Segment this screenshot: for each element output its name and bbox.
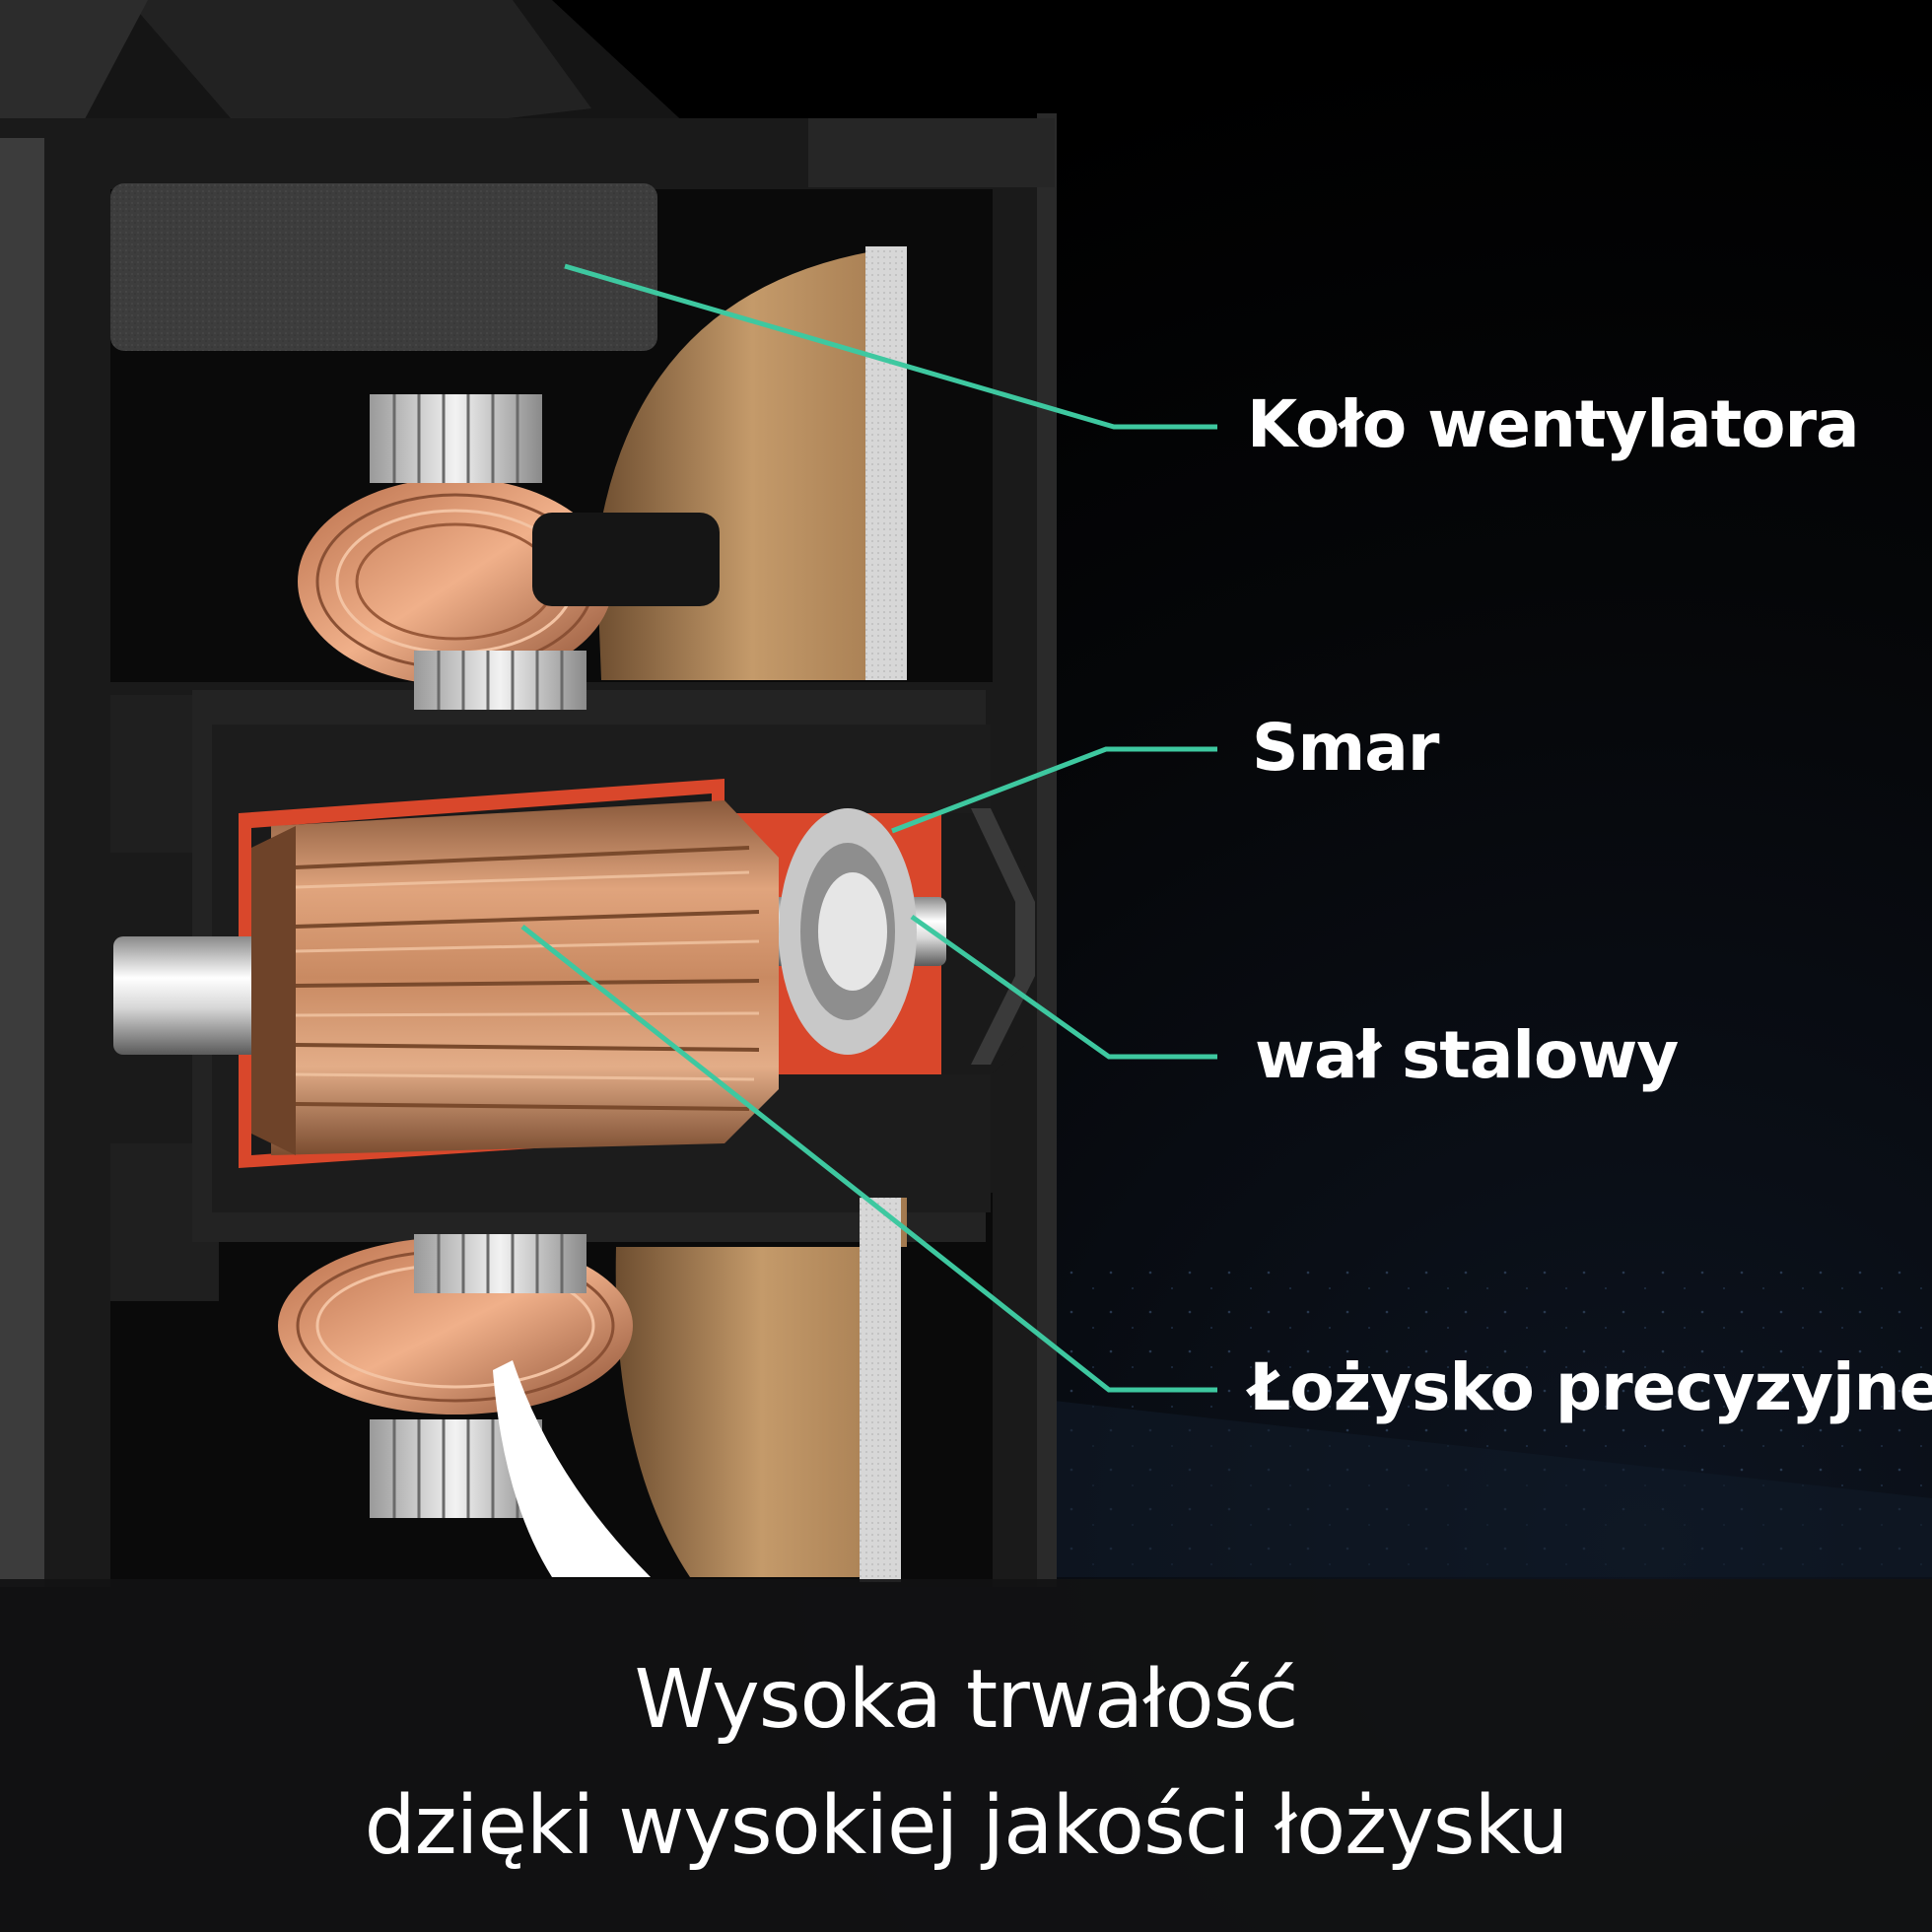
label-precision-bearing: Łożysko precyzyjne <box>1249 1349 1932 1425</box>
fan-wheel <box>596 246 907 1582</box>
precision-bearing-rotor <box>251 800 779 1155</box>
bearing-end-cap <box>971 808 1035 1065</box>
foam-pad <box>110 183 657 351</box>
lower-coil <box>278 1234 651 1577</box>
leader-line-precision-bearing <box>520 925 1217 1393</box>
background-glow <box>1045 1262 1932 1587</box>
leader-lines <box>520 263 1217 1393</box>
leader-line-fan-wheel <box>564 263 1217 430</box>
leader-line-steel-shaft <box>910 914 1217 1060</box>
caption-line-2: dzięki wysokiej jakości łożysku <box>364 1779 1569 1873</box>
label-fan-wheel: Koło wentylatora <box>1247 386 1860 462</box>
label-grease: Smar <box>1252 710 1439 786</box>
caption-banner: Wysoka trwałość dzięki wysokiej jakości … <box>0 1579 1932 1932</box>
label-steel-shaft: wał stalowy <box>1255 1017 1679 1093</box>
bearing-washer <box>779 808 917 1055</box>
caption-line-1: Wysoka trwałość <box>634 1653 1299 1747</box>
upper-coil <box>298 394 720 710</box>
leader-line-grease <box>891 746 1217 834</box>
